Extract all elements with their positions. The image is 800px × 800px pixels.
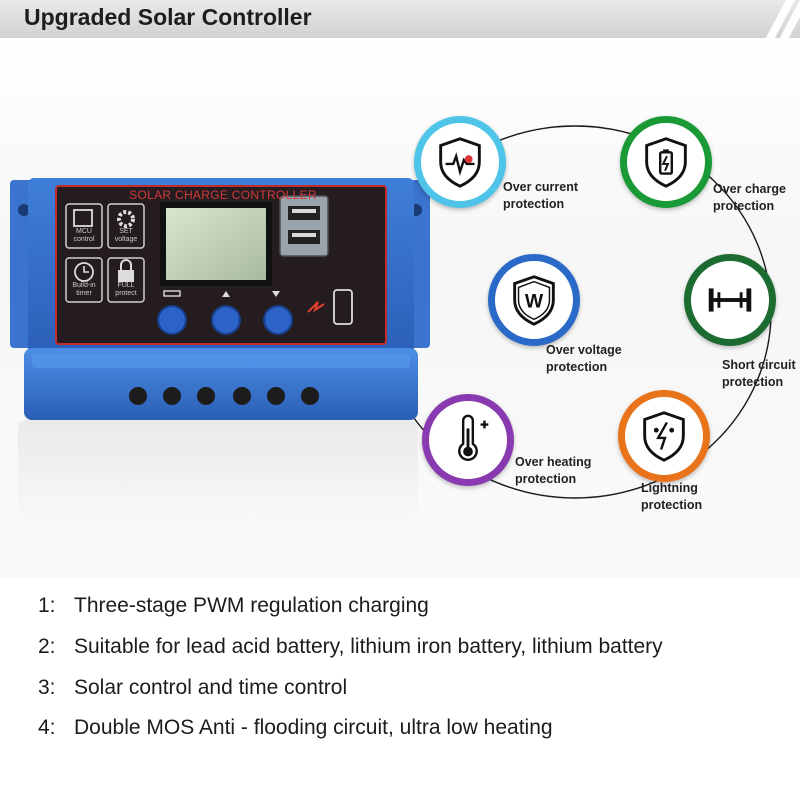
feature-item: 2: Suitable for lead acid battery, lithiu… xyxy=(38,635,663,659)
icon-label-line: voltage xyxy=(114,236,138,243)
clock-icon xyxy=(74,262,94,282)
solar-controller-device xyxy=(10,178,430,420)
icon-label-line: control xyxy=(73,236,95,243)
feature-item: 3: Solar control and time control xyxy=(38,676,347,700)
svg-text:W: W xyxy=(525,292,544,313)
shield-battery-icon xyxy=(645,137,687,188)
caption-line: Short circuit xyxy=(722,358,796,372)
feature-number: 1: xyxy=(38,594,56,617)
short-circuit-badge xyxy=(684,254,776,346)
caption-line: Over heating xyxy=(515,455,592,469)
header-banner: Upgraded Solar Controller xyxy=(0,0,800,38)
caption-line: Over charge xyxy=(713,182,786,196)
over-charge-badge xyxy=(620,116,712,208)
caption-line: Over current xyxy=(503,180,579,194)
caption-line: protection xyxy=(722,375,784,389)
feature-number: 4: xyxy=(38,716,56,739)
feature-text: Solar control and time control xyxy=(74,676,348,699)
shield-lightning-icon xyxy=(643,411,685,462)
over-voltage-caption: Over voltage protection xyxy=(546,342,622,376)
caption-line: protection xyxy=(503,197,565,211)
over-current-caption: Over current protection xyxy=(503,179,578,213)
short-circuit-caption: Short circuit protection xyxy=(722,357,796,391)
shield-pulse-icon xyxy=(439,137,481,188)
feature-item: 1: Three-stage PWM regulation charging xyxy=(38,594,429,618)
lightning-caption: Lightning protection xyxy=(641,480,702,514)
gear-icon xyxy=(117,210,135,228)
device-panel-title: SOLAR CHARGE CONTROLLER xyxy=(129,188,317,202)
lock-icon xyxy=(118,259,134,282)
over-voltage-badge: W xyxy=(488,254,580,346)
caption-line: protection xyxy=(515,472,577,486)
icon-label-line: FULL xyxy=(117,282,135,289)
feature-number: 3: xyxy=(38,676,56,699)
icon-label-line: SET xyxy=(119,228,133,235)
device-reflection xyxy=(18,420,418,520)
over-heating-badge xyxy=(422,394,514,486)
thermometer-icon xyxy=(458,414,489,461)
feature-text: Double MOS Anti - flooding circuit, ultr… xyxy=(74,716,553,739)
icon-label-line: protect xyxy=(115,290,137,297)
caption-line: Lightning xyxy=(641,481,698,495)
mcu-chip-icon xyxy=(73,209,93,227)
over-current-badge xyxy=(414,116,506,208)
caption-line: protection xyxy=(641,498,703,512)
shield-w-icon: W xyxy=(513,275,555,326)
icon-label-timer: Build-in timer xyxy=(66,282,102,298)
over-charge-caption: Over charge protection xyxy=(713,181,786,215)
caption-line: protection xyxy=(713,199,775,213)
feature-item: 4: Double MOS Anti - flooding circuit, ul… xyxy=(38,716,553,740)
page-title: Upgraded Solar Controller xyxy=(24,4,312,30)
feature-text: Three-stage PWM regulation charging xyxy=(74,594,429,617)
feature-number: 2: xyxy=(38,635,56,658)
over-heating-caption: Over heating protection xyxy=(515,454,591,488)
caption-line: Over voltage xyxy=(546,343,622,357)
icon-label-line: MCU xyxy=(76,228,92,235)
lightning-badge xyxy=(618,390,710,482)
icon-label-set: SET voltage xyxy=(108,228,144,244)
caption-line: protection xyxy=(546,360,608,374)
feature-text: Suitable for lead acid battery, lithium … xyxy=(74,635,663,658)
icon-label-mcu: MCU control xyxy=(66,228,102,244)
short-circuit-icon xyxy=(708,288,752,312)
icon-label-line: Build-in xyxy=(72,282,96,289)
icon-label-line: timer xyxy=(76,290,92,297)
icon-label-protect: FULL protect xyxy=(108,282,144,298)
